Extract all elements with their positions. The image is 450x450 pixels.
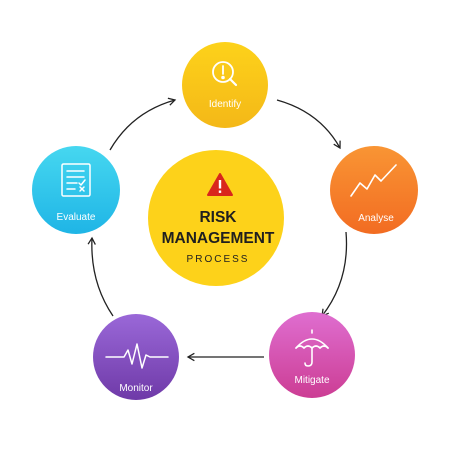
cycle-arrows [87, 97, 348, 362]
center-title-management: MANAGEMENT [162, 230, 275, 247]
analyse-circle [330, 146, 418, 234]
heartbeat-icon [105, 343, 169, 369]
center-circle [148, 150, 284, 286]
warning-triangle-icon [207, 173, 233, 196]
step-analyse: Analyse [330, 146, 418, 234]
identify-label: Identify [209, 99, 241, 110]
step-mitigate: Mitigate [269, 312, 355, 398]
step-monitor: Monitor [93, 314, 179, 400]
center-node: RISK MANAGEMENT PROCESS [148, 150, 284, 286]
checklist-icon [61, 163, 91, 197]
trend-line-icon [350, 164, 397, 197]
arrow-identify-to-analyse [276, 99, 341, 150]
center-subtitle-process: PROCESS [187, 254, 250, 265]
analyse-label: Analyse [358, 213, 394, 224]
arrow-analyse-to-mitigate [321, 231, 348, 318]
step-evaluate: Evaluate [32, 146, 120, 234]
identify-circle [182, 42, 268, 128]
evaluate-circle [32, 146, 120, 234]
center-title-risk: RISK [199, 209, 237, 226]
step-identify: Identify [182, 42, 268, 128]
exclamation-search-icon [212, 61, 238, 87]
monitor-label: Monitor [119, 383, 153, 394]
mitigate-label: Mitigate [294, 375, 329, 386]
evaluate-label: Evaluate [57, 212, 96, 223]
monitor-circle [93, 314, 179, 400]
umbrella-icon [295, 329, 329, 367]
arrow-monitor-to-evaluate [87, 236, 114, 317]
arrow-evaluate-to-identify [109, 97, 177, 151]
